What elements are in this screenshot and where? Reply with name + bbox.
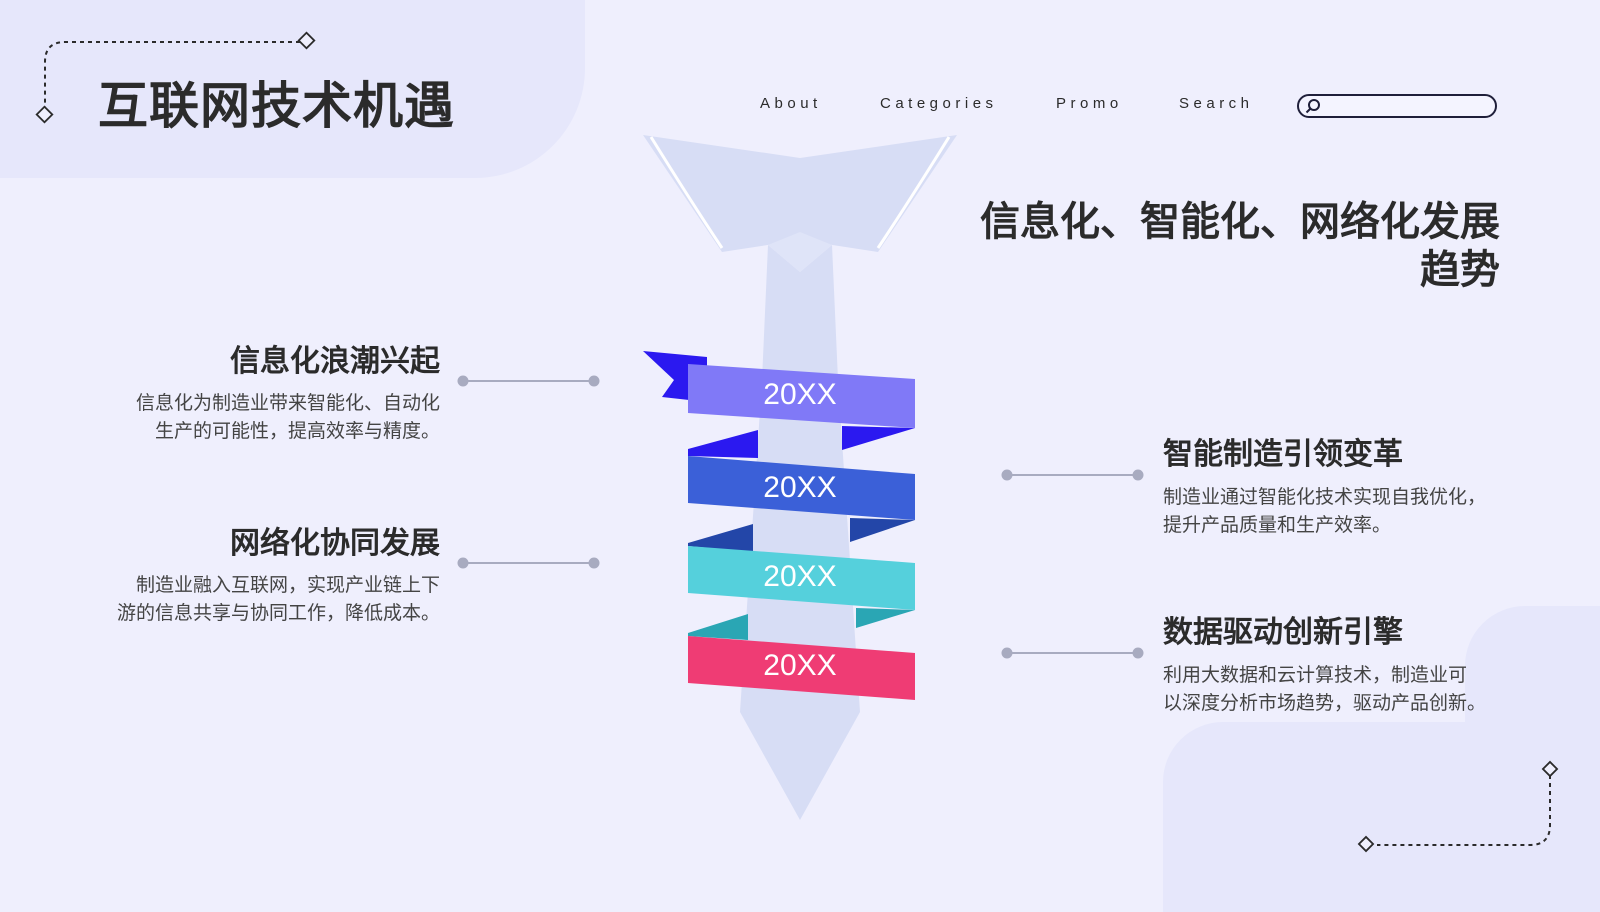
- item-title: 数据驱动创新引擎: [1163, 616, 1403, 649]
- section-heading-line: 趋势: [1420, 248, 1500, 292]
- connector-dot: [457, 557, 469, 569]
- search-icon: [1305, 99, 1320, 114]
- section-heading-line: 信息化、智能化、网络化发展: [980, 200, 1500, 244]
- item-description-line: 制造业通过智能化技术实现自我优化，: [1163, 487, 1487, 508]
- item-description-line: 制造业融入互联网，实现产业链上下: [135, 575, 440, 596]
- item-description-line: 利用大数据和云计算技术，制造业可: [1163, 665, 1468, 686]
- page-title: 互联网技术机遇: [98, 78, 455, 134]
- corner-background-shape: [1163, 722, 1600, 912]
- nav-about[interactable]: About: [760, 95, 822, 112]
- item-description-line: 以深度分析市场趋势，驱动产品创新。: [1163, 693, 1487, 714]
- ribbon-band: [688, 364, 915, 428]
- item-description: 利用大数据和云计算技术，制造业可 以深度分析市场趋势，驱动产品创新。: [1163, 662, 1486, 718]
- ribbon-label: 20XX: [763, 471, 836, 504]
- connector-dot: [588, 557, 600, 569]
- ribbon-fold: [850, 518, 915, 542]
- item-description-line: 提升产品质量和生产效率。: [1163, 515, 1392, 536]
- ribbon-label: 20XX: [763, 378, 836, 411]
- ribbon-label: 20XX: [763, 560, 836, 593]
- item-title: 网络化协同发展: [230, 527, 440, 560]
- ribbon-fold: [856, 608, 915, 628]
- item-description: 制造业融入互联网，实现产业链上下 游的信息共享与协同工作，降低成本。: [117, 572, 440, 628]
- item-title: 智能制造引领变革: [1163, 438, 1403, 471]
- item-description-line: 信息化为制造业带来智能化、自动化: [135, 393, 440, 414]
- ribbon-band: [688, 456, 915, 520]
- item-description-line: 生产的可能性，提高效率与精度。: [154, 421, 440, 442]
- connector-dot: [1132, 469, 1144, 481]
- ribbon-band: [688, 546, 915, 610]
- ribbon-label: 20XX: [763, 649, 836, 682]
- item-title: 信息化浪潮兴起: [230, 345, 440, 378]
- search-input[interactable]: [1297, 94, 1497, 118]
- connector-dot: [1001, 647, 1013, 659]
- corner-background-shape: [1465, 606, 1600, 726]
- nav-promo[interactable]: Promo: [1056, 95, 1123, 112]
- ribbon-fold: [688, 430, 758, 458]
- nav-search[interactable]: Search: [1179, 95, 1254, 112]
- nav-categories[interactable]: Categories: [880, 95, 998, 112]
- ribbon-fold: [688, 524, 753, 552]
- connector-dot: [1001, 469, 1013, 481]
- item-description-line: 游的信息共享与协同工作，降低成本。: [116, 603, 440, 624]
- ribbon-band: [688, 636, 915, 700]
- connector-dot: [1132, 647, 1144, 659]
- header-background-shape: [0, 0, 585, 178]
- connector-dot: [588, 375, 600, 387]
- ribbon-fold: [842, 426, 915, 450]
- item-description: 信息化为制造业带来智能化、自动化 生产的可能性，提高效率与精度。: [136, 390, 440, 446]
- item-description: 制造业通过智能化技术实现自我优化， 提升产品质量和生产效率。: [1163, 484, 1486, 540]
- ribbon-fold: [688, 614, 748, 640]
- connector-dot: [457, 375, 469, 387]
- section-heading: 信息化、智能化、网络化发展 趋势: [930, 198, 1500, 294]
